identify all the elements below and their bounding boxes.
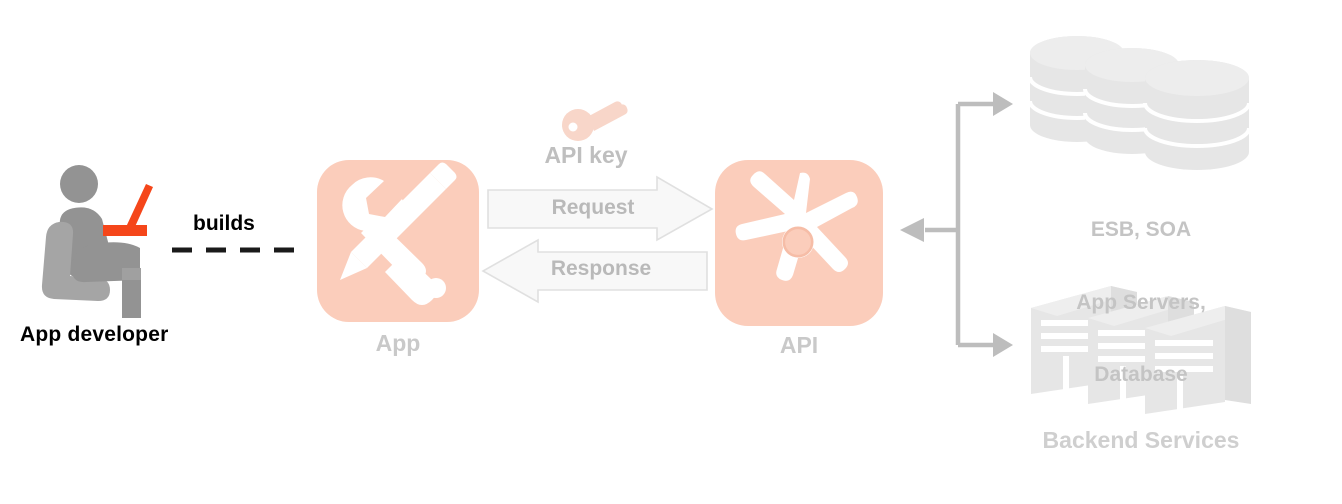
- api-key-label: API key: [544, 142, 628, 168]
- backend-connector-lines: [925, 101, 995, 348]
- databases-label-line-1: ESB, SOA: [1090, 218, 1192, 242]
- databases-label-line-3: Database: [1094, 363, 1188, 387]
- request-arrow: [487, 175, 714, 242]
- pencil-icon: [340, 162, 457, 280]
- api-key-icon: [562, 101, 628, 141]
- builds-label: builds: [193, 212, 255, 235]
- backend-connector-arrowheads: [900, 92, 1013, 357]
- app-developer-icon: [41, 165, 153, 318]
- server-rack-icon: [1031, 286, 1251, 418]
- api-star-burst-icon: [735, 171, 858, 281]
- response-arrow: [481, 238, 708, 304]
- app-node-tile[interactable]: [317, 160, 479, 322]
- api-node-label: API: [779, 332, 819, 358]
- api-node-tile[interactable]: [715, 160, 883, 326]
- app-node-label: App: [375, 330, 421, 356]
- database-stack-icon: [1028, 36, 1251, 170]
- app-developer-label: App developer: [20, 323, 169, 346]
- tool-blade-icon: [385, 253, 446, 305]
- databases-label: ESB, SOA App Servers, Database: [1010, 170, 1272, 436]
- backend-services-label: Backend Services: [1042, 427, 1240, 453]
- request-label: Request: [551, 196, 635, 219]
- databases-label-line-2: App Servers,: [1076, 290, 1206, 314]
- response-label: Response: [550, 257, 652, 280]
